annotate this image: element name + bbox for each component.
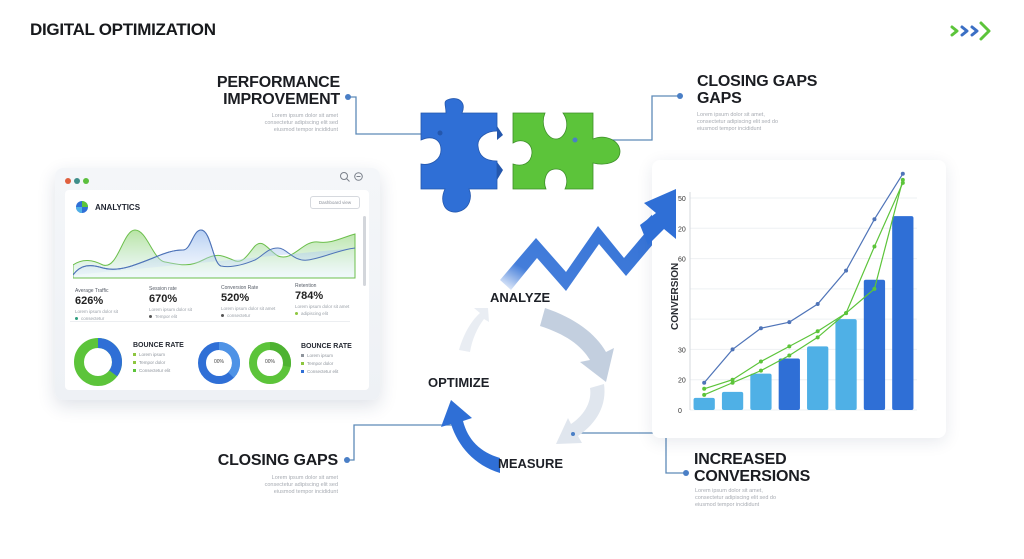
bounce-rate-donut-1 [74, 338, 122, 386]
divider [70, 321, 350, 322]
legend-bounce-rate-left: BOUNCE RATE Lorem ipsum Tempor dolor Con… [133, 342, 184, 373]
window-close-dot[interactable] [65, 178, 71, 184]
cycle-label-optimize: OPTIMIZE [428, 375, 490, 390]
stat-session-rate: Session rate 670% Lorem ipsum dolor sit … [149, 286, 193, 319]
cycle-label-measure: MEASURE [498, 456, 564, 471]
svg-text:60: 60 [678, 257, 686, 264]
callout-description: Lorem ipsum dolor sit amet, consectetur … [697, 112, 779, 132]
callout-description: Lorem ipsum dolor sit amet consectetur a… [264, 113, 338, 133]
stat-average-traffic: Average Traffic 626% Lorem ipsum dolor s… [75, 288, 119, 321]
conversions-bar-line-chart: 0 20 30 60 20 50 [678, 171, 917, 415]
callout-closing-gaps-top: CLOSING GAPS GAPS [697, 73, 818, 107]
search-icon[interactable] [339, 171, 351, 183]
page-title: DIGITAL OPTIMIZATION [30, 20, 216, 39]
callout-description: Lorem ipsum dolor sit amet consectetur a… [264, 475, 338, 495]
donut-2-center-value: 00% [213, 359, 224, 365]
traffic-area-chart [73, 229, 356, 279]
svg-text:0: 0 [678, 408, 682, 415]
svg-text:30: 30 [678, 347, 686, 354]
analytics-panel: ANALYTICS Dashboard view Average Traffic [65, 190, 369, 390]
growth-arrow-head [640, 189, 676, 245]
analytics-dashboard-window: ANALYTICS Dashboard view Average Traffic [55, 168, 380, 400]
scrollbar[interactable] [363, 216, 366, 286]
callout-performance-improvement: PERFORMANCE IMPROVEMENT [200, 74, 340, 108]
bounce-rate-donut-2 [198, 342, 240, 384]
window-maximize-dot[interactable] [83, 178, 89, 184]
blue-puzzle-piece [420, 98, 498, 213]
callout-closing-gaps-bottom: CLOSING GAPS [217, 452, 338, 469]
analytics-logo-icon [75, 200, 89, 214]
stat-retention: Retention 784% Lorem ipsum dolor sit ame… [295, 283, 350, 316]
svg-text:20: 20 [678, 226, 686, 233]
svg-text:50: 50 [678, 196, 686, 203]
bounce-rate-donut-3 [249, 342, 291, 384]
cycle-label-analyze: ANALYZE [490, 290, 551, 305]
zoom-out-icon[interactable] [353, 171, 365, 183]
stat-conversion-rate: Conversion Rate 520% Lorem ipsum dolor s… [221, 285, 276, 318]
callout-increased-conversions: INCREASED CONVERSIONS [694, 451, 811, 485]
dashboard-view-button[interactable]: Dashboard view [310, 196, 360, 209]
legend-bounce-rate-right: BOUNCE RATE Lorem ipsum Tempor dolor Con… [301, 343, 352, 374]
callout-heading-line2: IMPROVEMENT [223, 91, 340, 108]
donut-3-center-value: 00% [264, 359, 275, 365]
triple-chevron-right-icon [950, 20, 998, 44]
callout-heading-line1: PERFORMANCE [216, 74, 340, 91]
callout-description: Lorem ipsum dolor sit amet, consectetur … [695, 488, 777, 508]
optimize-arrow [441, 400, 500, 473]
window-minimize-dot[interactable] [74, 178, 80, 184]
growth-arrow [500, 190, 676, 291]
analytics-title: ANALYTICS [95, 203, 141, 212]
svg-text:20: 20 [678, 378, 686, 385]
green-puzzle-piece [512, 112, 621, 190]
chart-y-axis-label: CONVERSION [670, 262, 681, 330]
